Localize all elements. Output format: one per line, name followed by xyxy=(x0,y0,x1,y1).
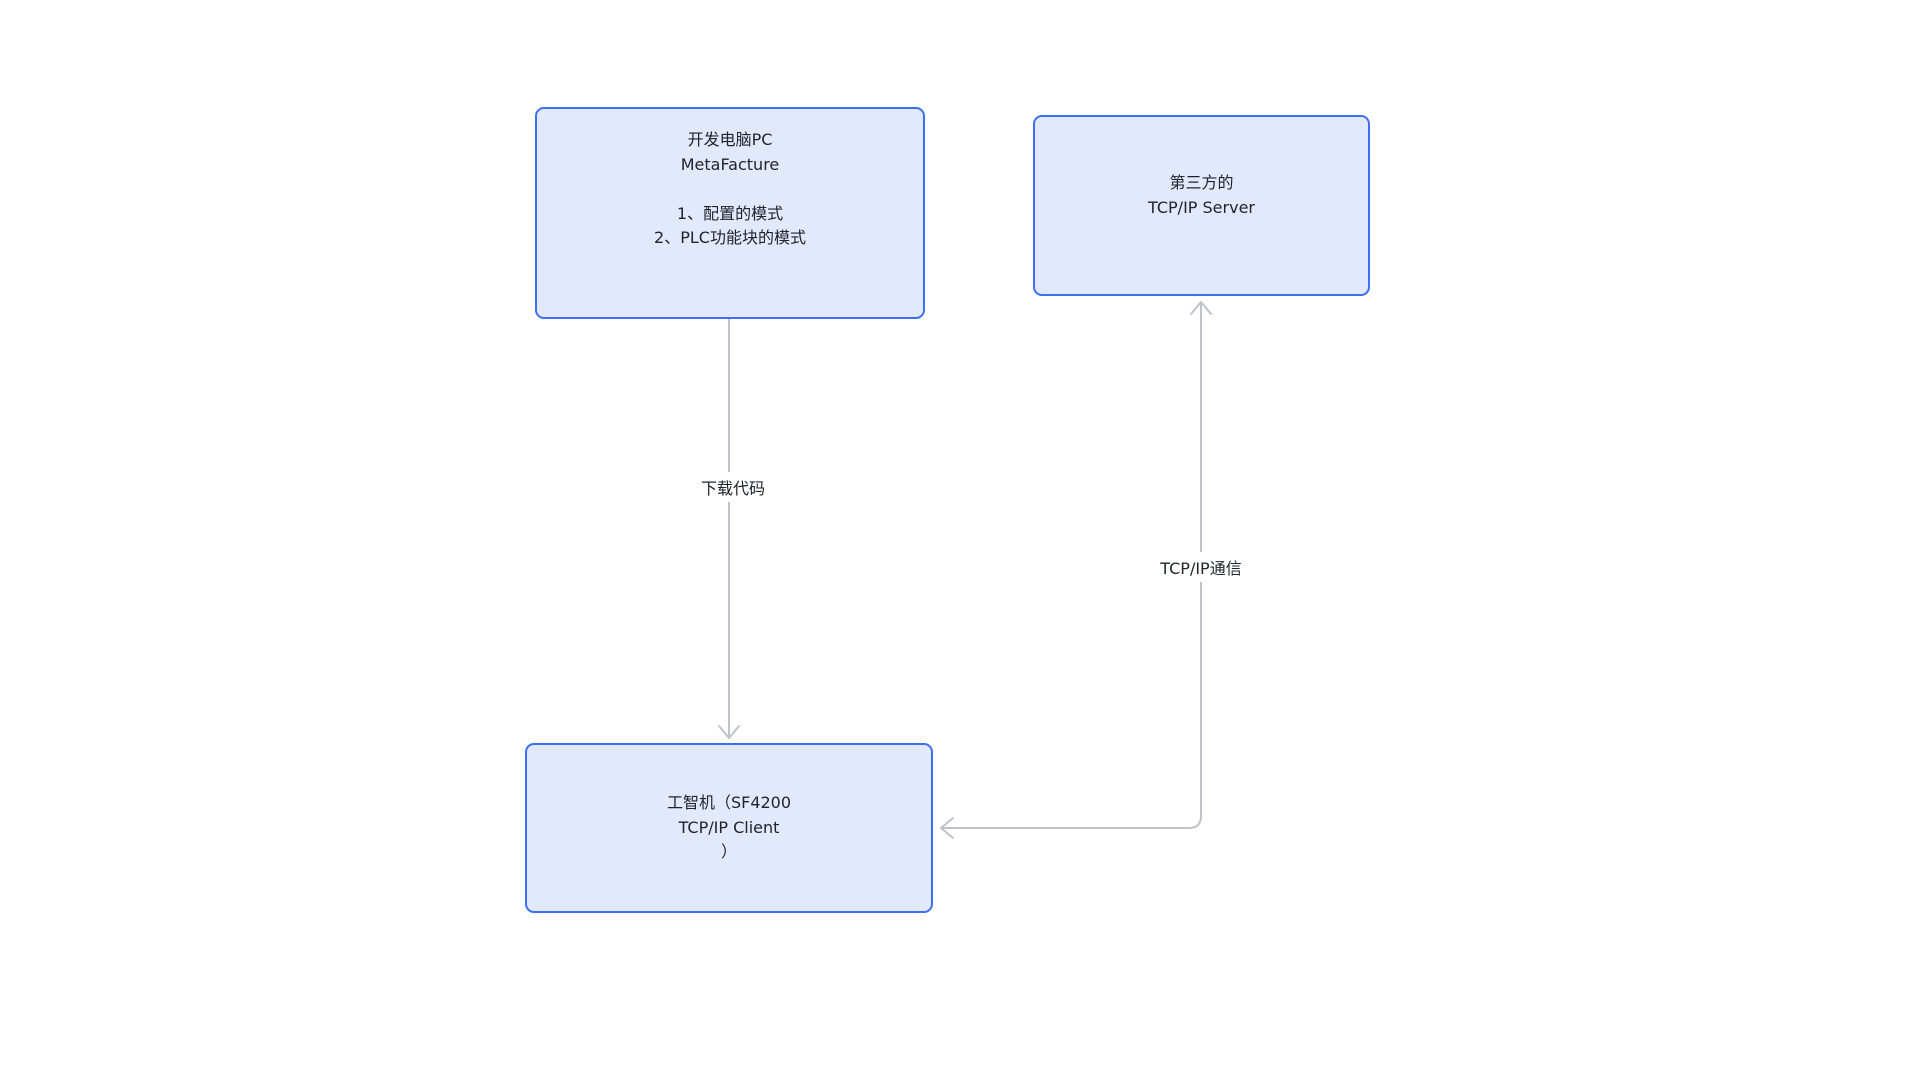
node-dev-pc-line-4: 1、配置的模式 xyxy=(676,203,784,223)
node-sf4200-client-line-2: TCP/IP Client xyxy=(678,817,780,837)
node-dev-pc-line-5: 2、PLC功能块的模式 xyxy=(654,228,806,247)
arrowhead-up-icon xyxy=(1190,301,1212,315)
node-third-party-server-line-2: TCP/IP Server xyxy=(1148,197,1255,217)
edge-label-download-code: 下载代码 xyxy=(693,472,773,502)
node-sf4200-client-line-3: ） xyxy=(720,842,737,862)
node-dev-pc-line-2: MetaFacture xyxy=(680,154,780,174)
node-third-party-server-line-1: 第三方的 xyxy=(1169,173,1234,192)
node-dev-pc-line-3 xyxy=(537,177,923,202)
node-sf4200-client-line-1: 工智机（SF4200 xyxy=(666,793,792,813)
node-dev-pc-line-1: 开发电脑PC xyxy=(687,130,773,149)
node-third-party-server[interactable]: 第三方的 TCP/IP Server xyxy=(1033,115,1370,296)
node-dev-pc[interactable]: 开发电脑PC MetaFacture 1、配置的模式 2、PLC功能块的模式 xyxy=(535,107,925,319)
arrowhead-left-icon xyxy=(940,817,954,839)
arrowhead-down-icon xyxy=(718,725,740,739)
edge-label-tcpip-comm: TCP/IP通信 xyxy=(1153,552,1249,582)
node-sf4200-client[interactable]: 工智机（SF4200 TCP/IP Client ） xyxy=(525,743,933,913)
